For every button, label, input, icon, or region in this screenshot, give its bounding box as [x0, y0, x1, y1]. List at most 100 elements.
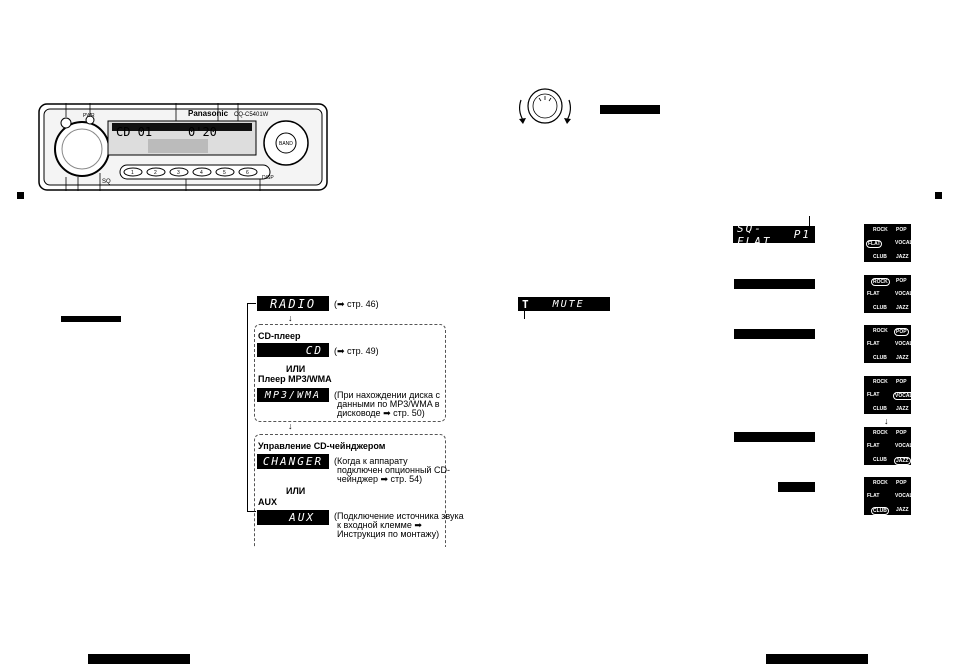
- preset-bar-3: [734, 432, 815, 442]
- preset-button[interactable]: 6: [246, 170, 249, 176]
- mp3-note-line: (При нахождении диска с: [334, 390, 441, 400]
- eq-pop: POP: [896, 379, 907, 385]
- mp3-note-line: дисководе ➡ стр. 50): [337, 408, 425, 418]
- eq-vocal: VOCAL: [895, 240, 913, 246]
- eq-vocal: VOCAL: [895, 341, 913, 347]
- t-icon: T: [522, 297, 531, 311]
- band-label: BAND: [279, 141, 293, 147]
- or-label-1: ИЛИ: [286, 364, 306, 374]
- changer-lcd: CHANGER: [257, 454, 329, 469]
- page-marker-left: [17, 192, 24, 199]
- eq-rock: ROCK: [873, 227, 888, 233]
- cd-player-label: CD-плеер: [258, 331, 301, 341]
- eq-panel: ROCK POP FLAT VOCAL CLUB JAZZ: [864, 325, 913, 363]
- preset-bar-2: [734, 329, 815, 339]
- changer-aux-group: [254, 434, 446, 547]
- footer-bar-left: [88, 654, 190, 664]
- car-stereo-illustration: Panasonic CQ-C5401W CD 01 0'20 SQ PWR DI…: [38, 103, 328, 191]
- aux-note-line: к входной клемме ➡: [337, 520, 422, 530]
- sq-lcd: SQ-FLAT P1: [733, 222, 815, 248]
- footer-bar-right: [766, 654, 868, 664]
- preset-button[interactable]: 3: [177, 170, 180, 176]
- sq-lcd-text: SQ-FLAT: [737, 221, 772, 248]
- section-heading-bar: [61, 316, 121, 322]
- aux-note-line: (Подключение источника звука: [334, 511, 464, 521]
- eq-panel: ROCK POP FLAT VOCAL CLUB JAZZ: [864, 275, 913, 313]
- preset-button[interactable]: 4: [200, 170, 203, 176]
- sq-label: SQ: [102, 179, 111, 185]
- eq-flat: FLAT: [867, 493, 880, 499]
- cd-mp3-group: [254, 324, 446, 422]
- page-marker-right: [935, 192, 942, 199]
- or-label-2: ИЛИ: [286, 486, 306, 496]
- mute-text: MUTE: [552, 298, 585, 310]
- changer-label: Управление CD-чейнджером: [258, 441, 386, 451]
- cd-lcd: CD: [257, 343, 329, 357]
- eq-rock: ROCK: [873, 328, 888, 334]
- eq-jazz: JAZZ: [894, 457, 911, 465]
- eq-club: CLUB: [873, 406, 887, 412]
- radio-lcd: RADIO: [257, 296, 329, 311]
- radio-ref: (➡ стр. 46): [334, 299, 379, 309]
- loop-line-top: [247, 303, 256, 304]
- changer-note-line: (Когда к аппарату: [334, 456, 408, 466]
- heading-bar-right: [600, 105, 660, 114]
- mute-lcd: T MUTE: [518, 297, 610, 311]
- model-label: CQ-C5401W: [234, 112, 269, 118]
- eq-panel: ROCK POP FLAT VOCAL CLUB JAZZ: [864, 376, 915, 414]
- eq-pop: POP: [896, 430, 907, 436]
- mute-callout-line: [524, 311, 525, 319]
- eq-rock: ROCK: [873, 430, 888, 436]
- pwr-label: PWR: [83, 113, 95, 119]
- preset-bar-1: [734, 279, 815, 289]
- eq-jazz: JAZZ: [896, 355, 909, 361]
- changer-note-line: подключен опционный CD-: [337, 465, 450, 475]
- eq-club: CLUB: [873, 457, 887, 463]
- eq-panel: ROCK POP FLAT VOCAL CLUB JAZZ: [864, 224, 913, 262]
- preset-button[interactable]: 1: [131, 170, 134, 176]
- preset-button[interactable]: 5: [223, 170, 226, 176]
- arrow-1: ↓: [288, 313, 293, 323]
- brand-label: Panasonic: [188, 109, 229, 118]
- eq-flat: FLAT: [867, 392, 880, 398]
- eq-vocal: VOCAL: [895, 291, 913, 297]
- sq-callout-line: [809, 216, 810, 226]
- eq-jazz: JAZZ: [896, 305, 909, 311]
- eq-rock: ROCK: [873, 379, 888, 385]
- eq-flat: FLAT: [866, 240, 883, 248]
- eq-pop: POP: [896, 278, 907, 284]
- preset-button[interactable]: 2: [154, 170, 157, 176]
- eq-rock: ROCK: [873, 480, 888, 486]
- eq-vocal: VOCAL: [895, 493, 913, 499]
- mp3-player-label: Плеер MP3/WMA: [258, 374, 332, 384]
- aux-label: AUX: [258, 497, 278, 507]
- eq-vocal: VOCAL: [893, 392, 915, 400]
- eq-club: CLUB: [871, 507, 889, 515]
- eq-club: CLUB: [873, 305, 887, 311]
- eq-panel: ROCK POP FLAT VOCAL CLUB JAZZ: [864, 427, 913, 465]
- eq-flat: FLAT: [867, 341, 880, 347]
- eq-pop: POP: [896, 480, 907, 486]
- mp3-lcd: MP3/WMA: [257, 388, 329, 402]
- aux-lcd: AUX: [257, 510, 329, 525]
- eq-panel: ROCK POP FLAT VOCAL CLUB JAZZ: [864, 477, 913, 515]
- cd-ref: (➡ стр. 49): [334, 346, 379, 356]
- preset-bar-4: [778, 482, 815, 492]
- eq-flat: FLAT: [867, 443, 880, 449]
- dial-icon: [519, 88, 571, 124]
- stereo-faceplate-drawing: [38, 103, 328, 191]
- eq-down-arrow: ↓: [884, 416, 889, 426]
- sq-lcd-suffix: P1: [793, 228, 811, 241]
- loop-line-bottom: [247, 511, 256, 512]
- display-left-text: CD 01: [116, 125, 153, 139]
- display-right-text: 0'20: [188, 125, 217, 139]
- eq-club: CLUB: [873, 355, 887, 361]
- loop-line: [247, 303, 248, 511]
- disp-label: DISP: [262, 175, 274, 181]
- arrow-2: ↓: [288, 421, 293, 431]
- aux-note-line: Инструкция по монтажу): [337, 529, 440, 539]
- eq-pop: POP: [896, 227, 907, 233]
- eq-jazz: JAZZ: [896, 254, 909, 260]
- rotary-dial-illustration: [513, 86, 577, 130]
- eq-flat: FLAT: [867, 291, 880, 297]
